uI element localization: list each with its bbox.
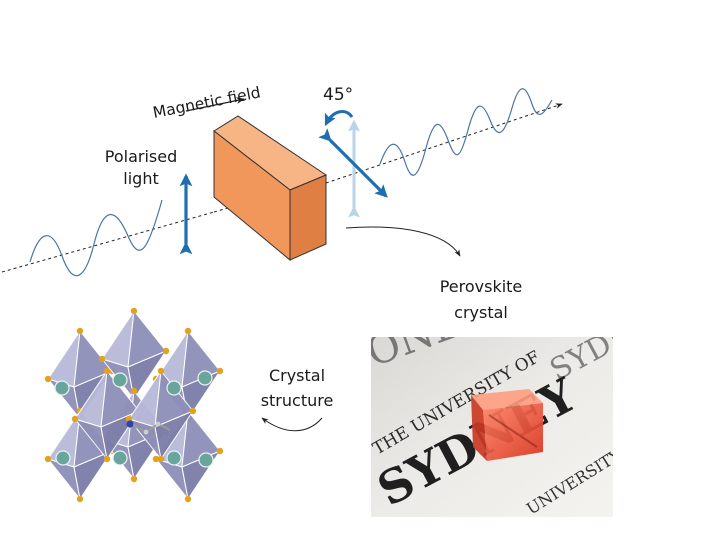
crystal-structure-illustration	[44, 307, 224, 503]
cation-atom	[166, 450, 182, 466]
corner-atom	[130, 387, 138, 395]
incoming-light-wave	[29, 199, 163, 277]
corner-atom	[216, 447, 224, 455]
magnetic-field-label: Magnetic field	[151, 83, 262, 122]
corner-atom	[98, 355, 106, 363]
corner-atom	[130, 475, 138, 483]
perovskite-label-line1: Perovskite	[440, 277, 523, 296]
corner-atom	[152, 455, 160, 463]
polarised-label-line1: Polarised	[105, 147, 177, 166]
octahedron-face	[73, 449, 114, 501]
pointer-to-crystal-structure	[261, 417, 323, 432]
corner-atom	[103, 367, 111, 375]
corner-atom	[44, 455, 52, 463]
perovskite-crystal-block	[213, 115, 328, 262]
organic-molecule-bond	[129, 422, 171, 434]
structure-label-line1: Crystal	[269, 366, 325, 385]
corner-atom	[103, 455, 111, 463]
corner-atom	[76, 495, 84, 503]
cation-atom	[197, 370, 213, 386]
perovskite-label-line2: crystal	[454, 303, 508, 322]
angle-label: 45°	[323, 85, 353, 105]
pointer-to-crystal-photo	[345, 226, 461, 257]
corner-atom	[44, 375, 52, 383]
corner-atom	[184, 495, 192, 503]
carbon-atom	[155, 421, 161, 427]
crystal-front-face	[213, 129, 291, 262]
beam-axis-in	[1, 211, 215, 273]
rotated-polarisation-arrow	[318, 128, 388, 198]
outgoing-light-wave	[379, 88, 553, 176]
perovskite-crystal-photo: ONEY SYDNEY THE UNIVERSITY OF SYDNEY UNI…	[371, 337, 613, 517]
polarised-label-line2: light	[123, 169, 158, 188]
cation-atom	[55, 450, 71, 466]
corner-atom	[71, 415, 79, 423]
cation-atom	[166, 380, 182, 396]
rotation-arc-arrow	[324, 110, 354, 127]
cation-atom	[112, 372, 128, 388]
corner-atom	[76, 327, 84, 335]
corner-atom	[216, 367, 224, 375]
crystal-photo-image: ONEY SYDNEY THE UNIVERSITY OF SYDNEY UNI…	[371, 337, 613, 517]
corner-atom	[157, 455, 165, 463]
structure-label-line2: structure	[261, 391, 334, 410]
corner-atom	[157, 367, 165, 375]
corner-atom	[184, 327, 192, 335]
cation-atom	[112, 450, 128, 466]
photo-crystal-cube	[471, 389, 543, 461]
cation-atom	[198, 452, 214, 468]
nitrogen-atom	[126, 420, 134, 428]
crystal-side-face	[289, 174, 327, 261]
octahedron-face	[127, 349, 168, 401]
octahedron-face	[154, 409, 195, 461]
corner-atom	[162, 347, 170, 355]
corner-atom	[189, 407, 197, 415]
magnetic-field-arrow	[185, 97, 245, 112]
carbon-atom	[143, 429, 149, 435]
cation-atom	[54, 380, 70, 396]
corner-atom	[130, 307, 138, 315]
